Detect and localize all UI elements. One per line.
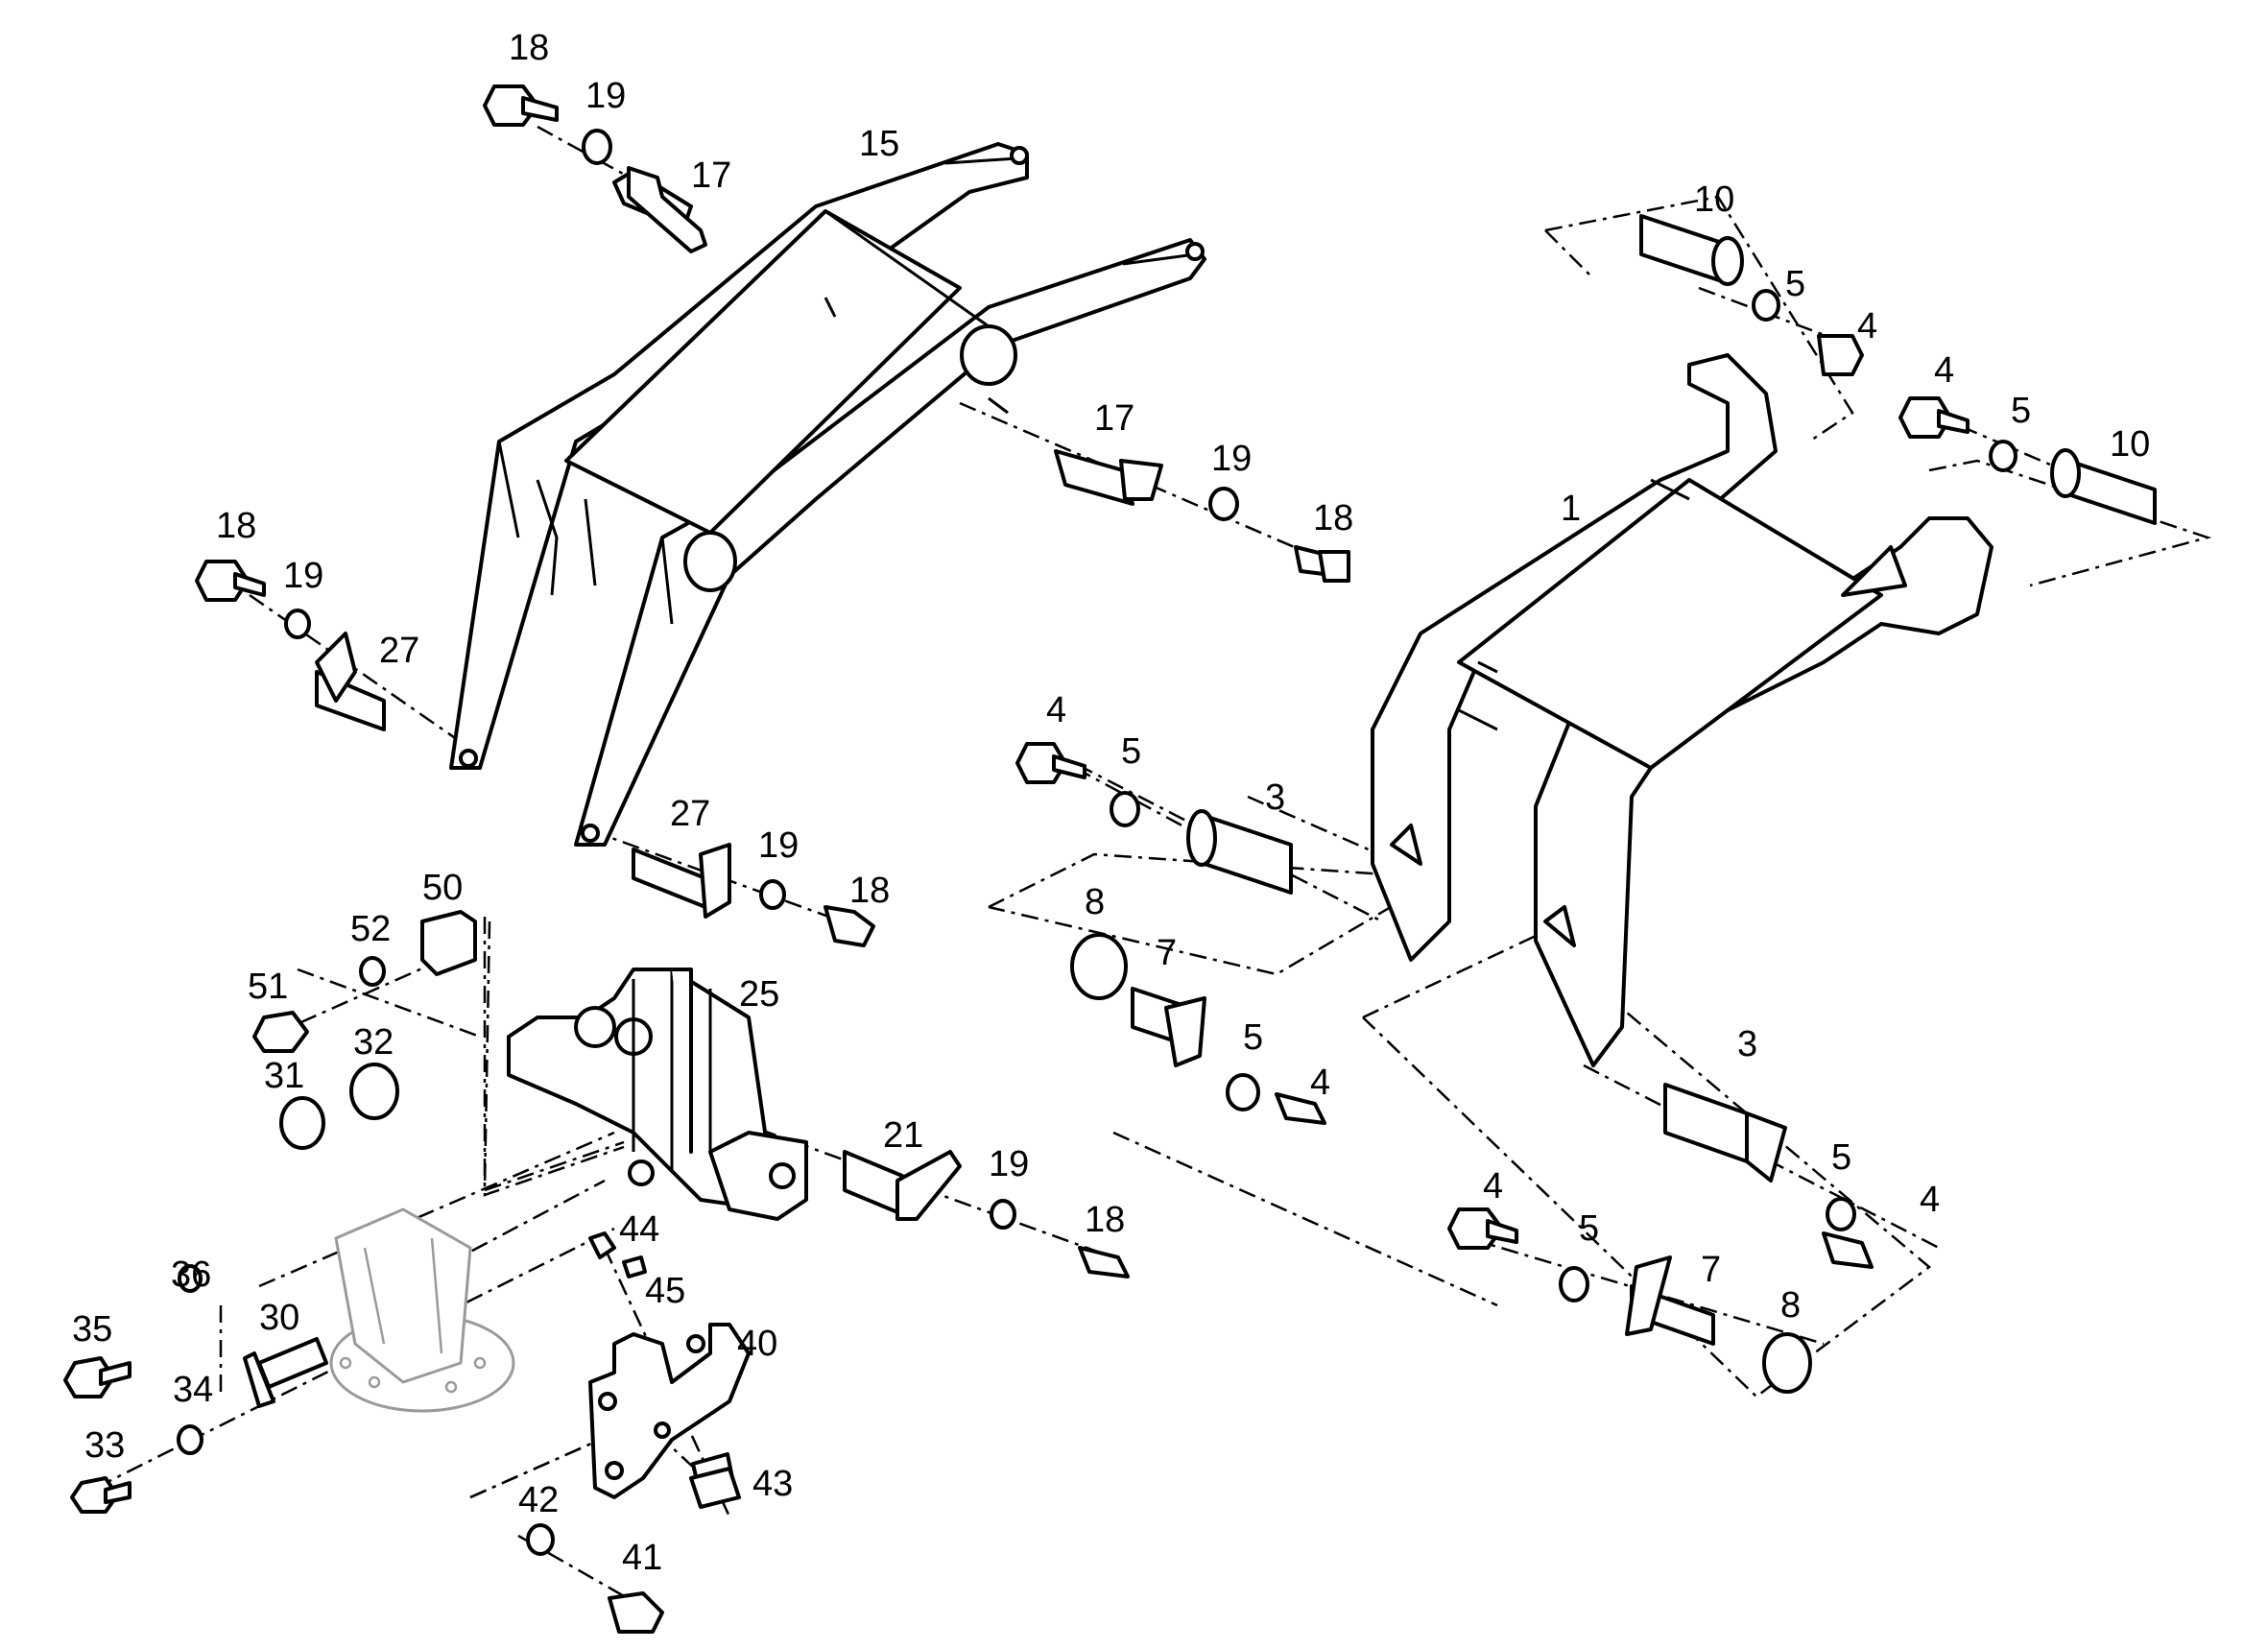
callout-40: 40 bbox=[737, 1324, 777, 1364]
callout-19: 19 bbox=[283, 556, 323, 596]
callout-17: 17 bbox=[1094, 398, 1134, 439]
callout-8: 8 bbox=[1780, 1285, 1801, 1326]
callout-34: 34 bbox=[173, 1370, 213, 1410]
callout-18: 18 bbox=[216, 506, 256, 546]
callout-43: 43 bbox=[752, 1464, 793, 1504]
callout-4: 4 bbox=[1310, 1063, 1330, 1103]
pin-icons bbox=[243, 166, 2157, 1509]
callout-8: 8 bbox=[1085, 882, 1105, 922]
callout-3: 3 bbox=[1265, 777, 1285, 818]
callout-5: 5 bbox=[2011, 391, 2031, 431]
callout-5: 5 bbox=[1831, 1137, 1851, 1178]
callout-19: 19 bbox=[1211, 439, 1252, 479]
callout-15: 15 bbox=[859, 124, 899, 164]
ghost-mount-icon bbox=[329, 1207, 515, 1413]
bucket-linkage-icon bbox=[1371, 353, 1993, 1067]
callout-19: 19 bbox=[758, 825, 799, 866]
callout-45: 45 bbox=[645, 1271, 685, 1311]
callout-labels: 18 19 15 17 10 5 4 4 5 10 17 19 18 1 18 … bbox=[72, 28, 2150, 1578]
callout-7: 7 bbox=[1157, 933, 1177, 973]
callout-18: 18 bbox=[849, 871, 890, 911]
callout-19: 19 bbox=[989, 1144, 1029, 1184]
callout-18: 18 bbox=[1085, 1200, 1125, 1240]
callout-5: 5 bbox=[1579, 1208, 1599, 1249]
callout-1: 1 bbox=[1561, 489, 1581, 529]
callout-52: 52 bbox=[350, 909, 391, 949]
callout-42: 42 bbox=[518, 1480, 559, 1520]
callout-32: 32 bbox=[353, 1022, 394, 1063]
callout-18: 18 bbox=[509, 28, 549, 68]
callout-10: 10 bbox=[2110, 424, 2150, 465]
callout-5: 5 bbox=[1785, 264, 1805, 304]
callout-25: 25 bbox=[739, 974, 779, 1015]
callout-5: 5 bbox=[1121, 731, 1141, 772]
callout-10: 10 bbox=[1694, 179, 1734, 220]
callout-33: 33 bbox=[84, 1425, 125, 1466]
callout-44: 44 bbox=[619, 1209, 659, 1250]
bolt-icons bbox=[63, 84, 1970, 1634]
callout-50: 50 bbox=[422, 868, 463, 908]
callout-7: 7 bbox=[1701, 1250, 1721, 1290]
callout-51: 51 bbox=[248, 967, 288, 1007]
bracket-icon bbox=[507, 968, 808, 1221]
callout-27: 27 bbox=[670, 794, 710, 834]
callout-31: 31 bbox=[264, 1056, 304, 1096]
callout-19: 19 bbox=[585, 76, 626, 116]
callout-3: 3 bbox=[1737, 1024, 1757, 1064]
callout-17: 17 bbox=[691, 155, 731, 196]
callout-4: 4 bbox=[1920, 1180, 1940, 1220]
callout-4: 4 bbox=[1934, 350, 1954, 391]
callout-35: 35 bbox=[72, 1309, 112, 1350]
boom-frame-icon bbox=[449, 142, 1206, 847]
callout-36: 36 bbox=[171, 1255, 211, 1295]
callout-5: 5 bbox=[1243, 1017, 1263, 1058]
callout-21: 21 bbox=[883, 1115, 923, 1156]
callout-41: 41 bbox=[622, 1538, 662, 1578]
callout-30: 30 bbox=[259, 1298, 299, 1338]
callout-27: 27 bbox=[379, 631, 419, 671]
callout-18: 18 bbox=[1313, 498, 1353, 538]
callout-4: 4 bbox=[1857, 306, 1877, 347]
washer-icons bbox=[177, 129, 2017, 1556]
callout-4: 4 bbox=[1483, 1166, 1503, 1207]
callout-4: 4 bbox=[1046, 690, 1066, 730]
